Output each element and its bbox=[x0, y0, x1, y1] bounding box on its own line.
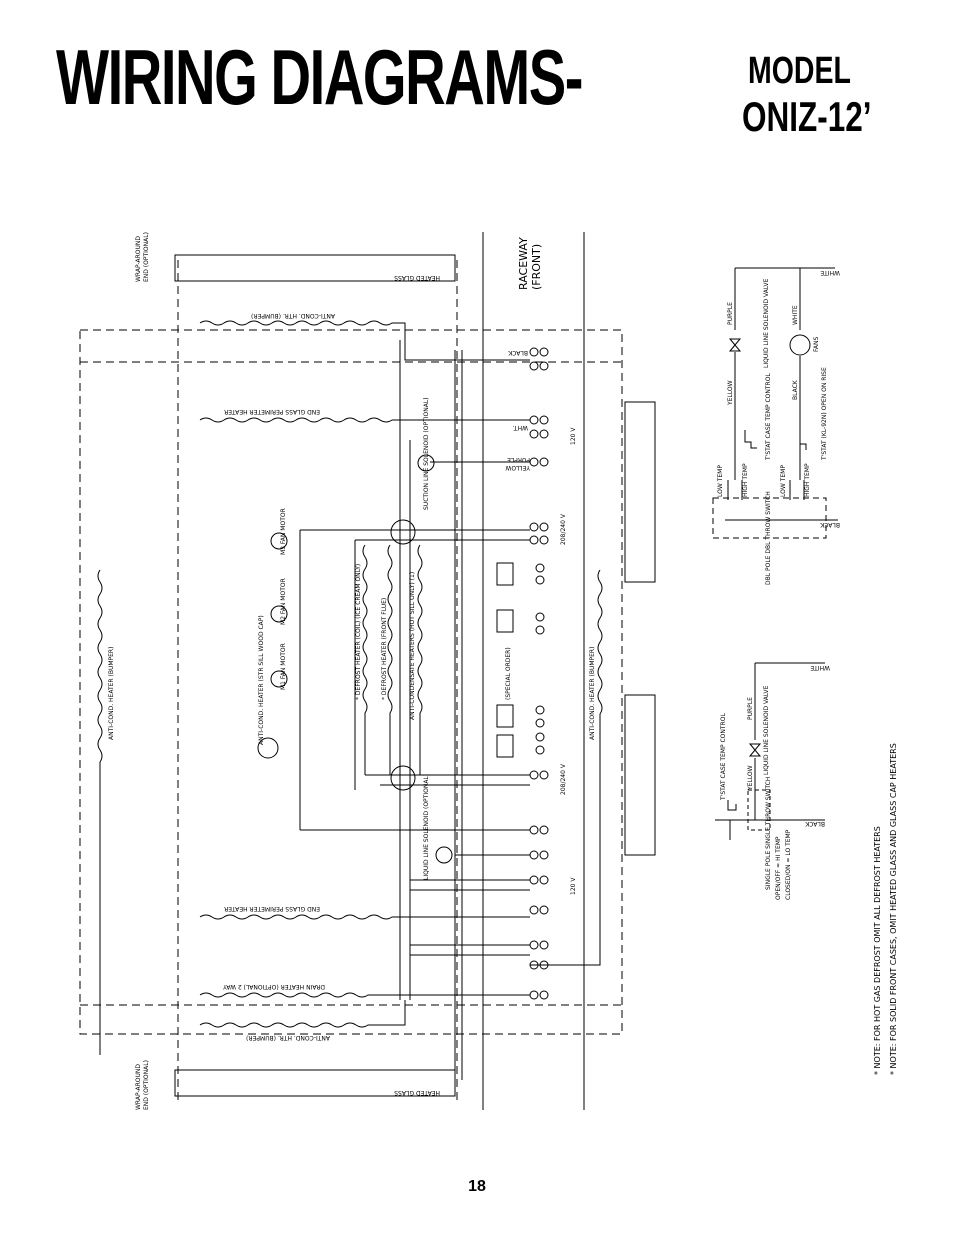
control-liquid-valve-2: LIQUID LINE SOLENOID VALVE bbox=[763, 685, 770, 775]
control-tstat-2: T'STAT (KL-92N) OPEN ON RISE bbox=[821, 367, 828, 461]
suction-solenoid-label: SUCTION LINE SOLENOID (OPTIONAL) bbox=[423, 397, 430, 510]
control-yellow: YELLOW bbox=[727, 380, 734, 406]
control-black: BLACK bbox=[792, 379, 799, 400]
voltage-120-b-label: 120 V bbox=[570, 877, 577, 895]
control-white-fans: WHITE bbox=[792, 305, 799, 325]
wire-black-label: BLACK bbox=[507, 349, 528, 356]
control-tstat-1: T'STAT CASE TEMP CONTROL bbox=[765, 373, 772, 461]
control-low-temp-2: LOW TEMP bbox=[780, 465, 787, 497]
anti-cond-side-label: ANTI-COND. HEATER (STR SILL WOOD CAP) bbox=[258, 615, 265, 745]
control-single-pole: SINGLE POLE SINGLE THROW SWITCH bbox=[765, 777, 772, 890]
fan-motor-1-label: M1 FAN MOTOR bbox=[280, 643, 287, 690]
wire-purple-label: PURPLE bbox=[507, 456, 530, 463]
voltage-208-b-label: 208/240 V bbox=[560, 763, 567, 795]
model-label: MODEL bbox=[748, 50, 851, 92]
raceway-label: RACEWAY bbox=[517, 237, 530, 290]
drain-heater-label: DRAIN HEATER (OPTIONAL) 2 WAY bbox=[223, 983, 325, 990]
control-purple: PURPLE bbox=[727, 302, 734, 325]
control-black-2: BLACK bbox=[804, 820, 825, 827]
heated-glass-top-label: HEATED GLASS bbox=[394, 274, 440, 281]
control-black-bottom: BLACK bbox=[819, 521, 840, 528]
page-number: 18 bbox=[468, 1178, 486, 1195]
control-white-top: WHITE bbox=[820, 269, 840, 276]
anti-condensate-label: ANTI-CONDENSATE HEATERS (HOT SILL ONLY) … bbox=[409, 572, 416, 720]
anti-cond-top-label: ANTI-COND. HTR. (BUMPER) bbox=[251, 312, 335, 319]
model-number: ONIZ-12’ bbox=[742, 93, 872, 140]
anti-cond-bottom-label: ANTI-COND. HTR. (BUMPER) bbox=[246, 1034, 330, 1041]
control-switch: DBL POLE DBL THROW SWITCH bbox=[765, 491, 772, 585]
wrap-bottom-label-2: END (OPTIONAL) bbox=[143, 1060, 150, 1110]
voltage-120-a-label: 120 V bbox=[570, 427, 577, 445]
end-glass-bottom-label: END GLASS PERIMETER HEATER bbox=[224, 905, 320, 912]
liquid-solenoid-label: LIQUID LINE SOLENOID (OPTIONAL) bbox=[423, 774, 430, 880]
fan-motor-2-label: M2 FAN MOTOR bbox=[280, 578, 287, 625]
control-tstat-3: T'STAT CASE TEMP CONTROL bbox=[720, 713, 727, 801]
control-closed-on: CLOSED/ON = LO TEMP bbox=[785, 829, 792, 900]
control-purple-2: PURPLE bbox=[747, 697, 754, 720]
voltage-208-label: 208/240 V bbox=[560, 513, 567, 545]
raceway-sub-label: (FRONT) bbox=[530, 244, 543, 290]
note-2: * NOTE: FOR SOLID FRONT CASES, OMIT HEAT… bbox=[889, 743, 898, 1075]
wire-yellow-label: YELLOW bbox=[505, 464, 531, 471]
wire-wht-label: WHT. bbox=[513, 424, 528, 431]
control-fans: FANS bbox=[813, 337, 820, 352]
anti-cond-right-label: ANTI-COND. HEATER (BUMPER) bbox=[589, 647, 596, 740]
note-1: * NOTE: FOR HOT GAS DEFROST OMIT ALL DEF… bbox=[873, 826, 882, 1075]
control-high-temp-2: HIGH TEMP bbox=[804, 463, 811, 497]
control-low-temp-1: LOW TEMP bbox=[717, 465, 724, 497]
end-glass-top-label: END GLASS PERIMETER HEATER bbox=[224, 408, 320, 415]
control-high-temp-1: HIGH TEMP bbox=[742, 463, 749, 497]
wrap-top-label: WRAP-AROUND bbox=[135, 236, 142, 282]
control-yellow-2: YELLOW bbox=[747, 765, 754, 791]
defrost-front-label: * DEFROST HEATER (FRONT FLUE) bbox=[381, 598, 388, 700]
control-open-off: OPEN/OFF = HI TEMP bbox=[775, 836, 782, 900]
control-liquid-valve: LIQUID LINE SOLENOID VALVE bbox=[763, 278, 770, 368]
fan-motor-3-label: M3 FAN MOTOR bbox=[280, 508, 287, 555]
special-order-label: (SPECIAL ORDER) bbox=[505, 647, 512, 700]
wrap-top-label-2: END (OPTIONAL) bbox=[143, 232, 150, 282]
page-title: WIRING DIAGRAMS- bbox=[56, 33, 583, 121]
defrost-heater-label: * DEFROST HEATER (COIL) (ICE CREAM ONLY) bbox=[355, 564, 362, 700]
anti-cond-left-label: ANTI-COND. HEATER (BUMPER) bbox=[108, 647, 115, 740]
control-white-2: WHITE bbox=[810, 664, 830, 671]
wrap-bottom-label: WRAP-AROUND bbox=[135, 1064, 142, 1110]
heated-glass-bottom-label: HEATED GLASS bbox=[394, 1089, 440, 1096]
